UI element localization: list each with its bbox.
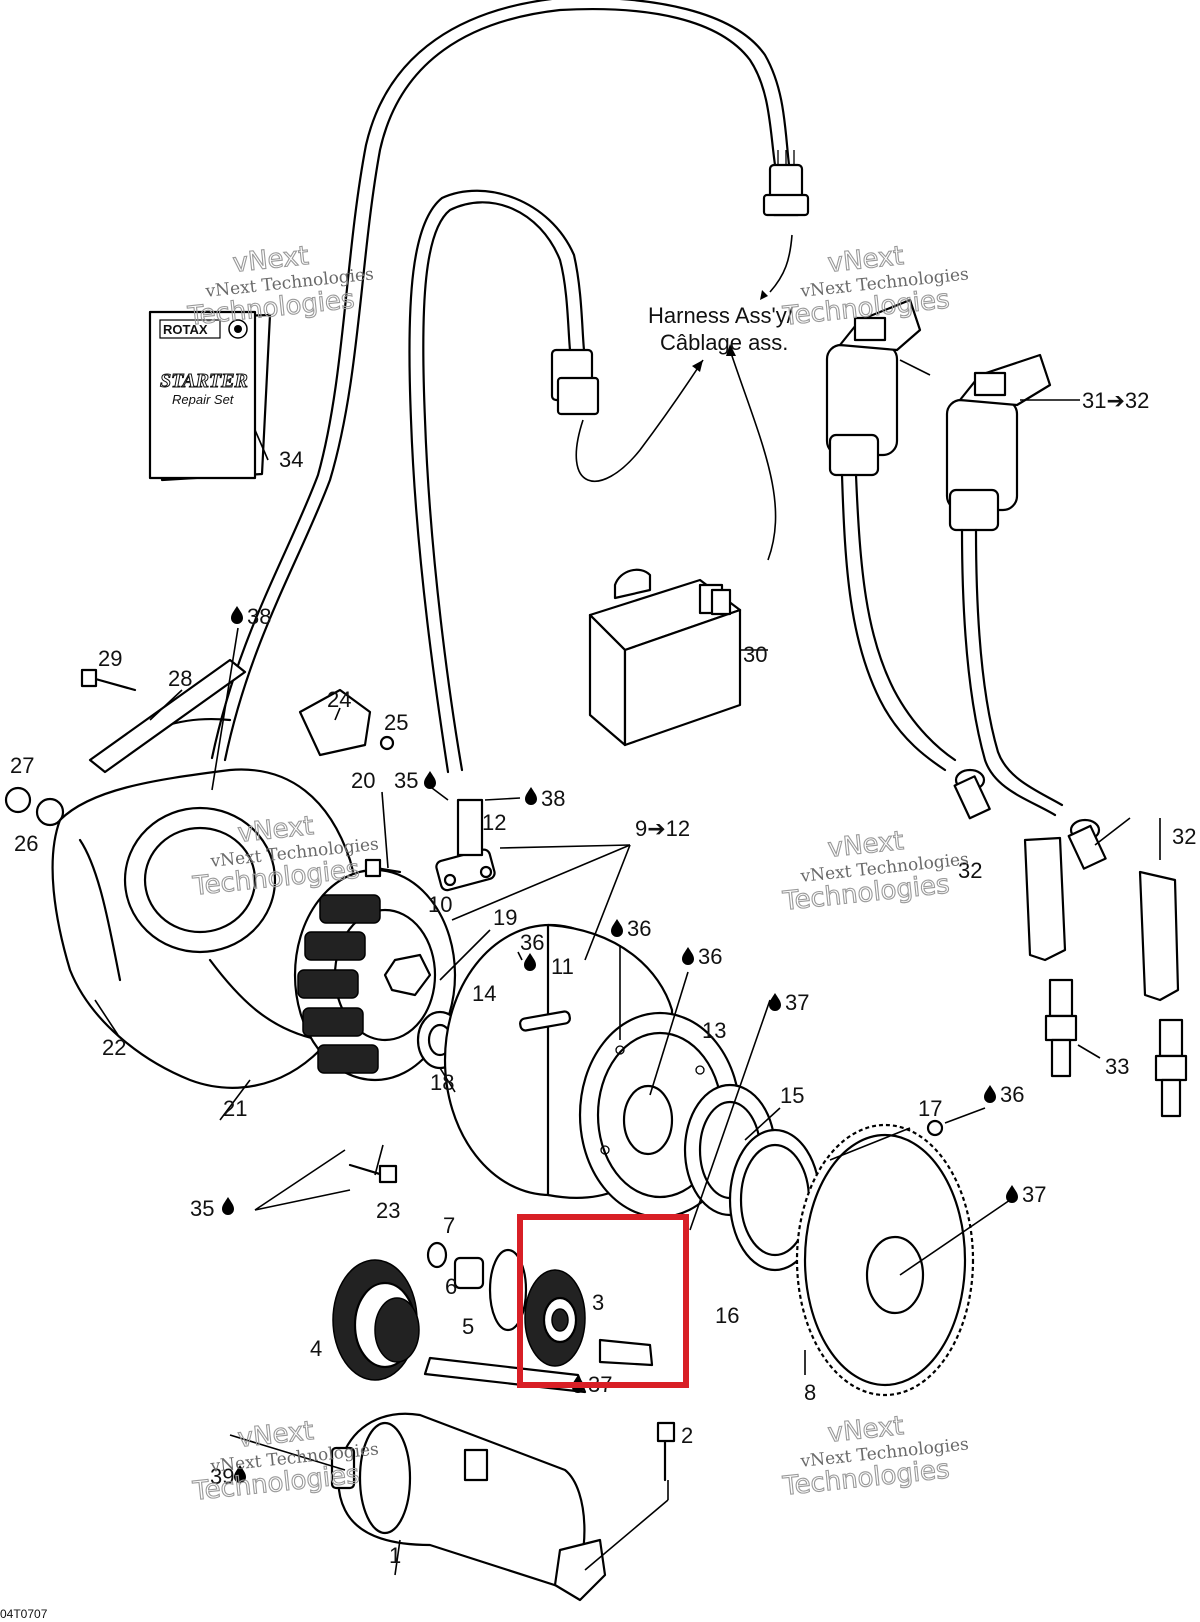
callout-1: 1 xyxy=(389,1543,401,1568)
ignition-module xyxy=(588,568,768,747)
callout-36-hub: 36 xyxy=(698,944,722,969)
callout-20: 20 xyxy=(351,768,375,793)
callout-13: 13 xyxy=(702,1018,726,1043)
callout-labels: 1 2 3 4 5 6 7 8 9➔12 10 11 12 13 14 15 1… xyxy=(10,388,1196,1568)
callout-21: 21 xyxy=(223,1096,247,1121)
cover-gasket-strip xyxy=(88,658,247,774)
highlight-box xyxy=(517,1214,689,1388)
callout-leaders xyxy=(94,429,1011,1576)
callout-12: 12 xyxy=(482,810,506,835)
callout-29: 29 xyxy=(98,646,122,671)
stator-coils xyxy=(297,894,381,1074)
callout-35-top: 35 xyxy=(394,768,418,793)
drop-icon xyxy=(769,993,781,1011)
drop-icon xyxy=(222,1197,234,1215)
drop-icon xyxy=(984,1085,996,1103)
callout-36-nut: 36 xyxy=(1000,1082,1024,1107)
kit-subtitle-text: Repair Set xyxy=(172,392,235,407)
callout-16: 16 xyxy=(715,1303,739,1328)
callout-32-right: 32 xyxy=(1172,824,1196,849)
callout-10: 10 xyxy=(428,892,452,917)
callout-17: 17 xyxy=(918,1096,942,1121)
callout-15: 15 xyxy=(780,1083,804,1108)
flywheel-rotor xyxy=(443,923,742,1219)
harness-label-fr: Câblage ass. xyxy=(660,330,788,355)
callout-38-pickup: 38 xyxy=(541,786,565,811)
callout-14: 14 xyxy=(472,981,496,1006)
ring-gear xyxy=(795,1123,975,1397)
callout-4: 4 xyxy=(310,1336,322,1361)
ignition-coils xyxy=(825,298,1188,1118)
crankcase-cover xyxy=(4,658,362,1089)
callout-19: 19 xyxy=(493,905,517,930)
callout-38-top: 38 xyxy=(247,604,271,629)
callout-28: 28 xyxy=(168,666,192,691)
callout-33: 33 xyxy=(1105,1054,1129,1079)
harness-label-en: Harness Ass'y/ xyxy=(648,303,794,328)
kit-title-text: STARTER xyxy=(160,370,248,392)
callout-8: 8 xyxy=(804,1380,816,1405)
starter-motor xyxy=(330,1412,676,1602)
drop-icon xyxy=(231,606,243,624)
pickup-sensor xyxy=(435,798,496,892)
callout-32-left: 32 xyxy=(958,858,982,883)
drawing-code: 04T0707 xyxy=(0,1607,48,1621)
callout-2: 2 xyxy=(681,1423,693,1448)
callout-26: 26 xyxy=(14,831,38,856)
bracket-24 xyxy=(298,688,372,757)
callout-5: 5 xyxy=(462,1314,474,1339)
callout-23: 23 xyxy=(376,1198,400,1223)
drop-icon xyxy=(525,787,537,805)
starter-drive-gears xyxy=(332,1241,654,1394)
drop-icon xyxy=(424,771,436,789)
callout-11: 11 xyxy=(551,954,574,979)
screws xyxy=(80,668,944,1184)
callout-36-rotor: 36 xyxy=(627,916,651,941)
callout-27: 27 xyxy=(10,753,34,778)
callout-22: 22 xyxy=(102,1035,126,1060)
callout-36-stator: 36 xyxy=(520,930,544,955)
drop-icon xyxy=(682,947,694,965)
kit-brand-text: ROTAX xyxy=(163,322,208,337)
callout-30: 30 xyxy=(743,642,767,667)
callout-7: 7 xyxy=(443,1213,455,1238)
callout-24: 24 xyxy=(327,687,351,712)
callout-18: 18 xyxy=(430,1070,454,1095)
harness-wires xyxy=(210,0,810,774)
callout-25: 25 xyxy=(384,710,408,735)
harness-label: Harness Ass'y/ Câblage ass. xyxy=(648,303,794,355)
callout-37-clutch: 37 xyxy=(785,990,809,1015)
callout-6: 6 xyxy=(445,1274,457,1299)
callout-37-ringgear: 37 xyxy=(1022,1182,1046,1207)
drop-icon xyxy=(1006,1185,1018,1203)
starter-repair-set-kit: ROTAX STARTER Repair Set xyxy=(148,310,272,482)
drop-icon xyxy=(611,919,623,937)
callout-3: 3 xyxy=(592,1290,604,1315)
callout-39: 39 xyxy=(210,1464,234,1489)
callout-31-32: 31➔32 xyxy=(1082,388,1149,413)
callout-35-bottom: 35 xyxy=(190,1196,214,1221)
callout-9-12: 9➔12 xyxy=(635,816,690,841)
callout-34: 34 xyxy=(279,447,303,472)
